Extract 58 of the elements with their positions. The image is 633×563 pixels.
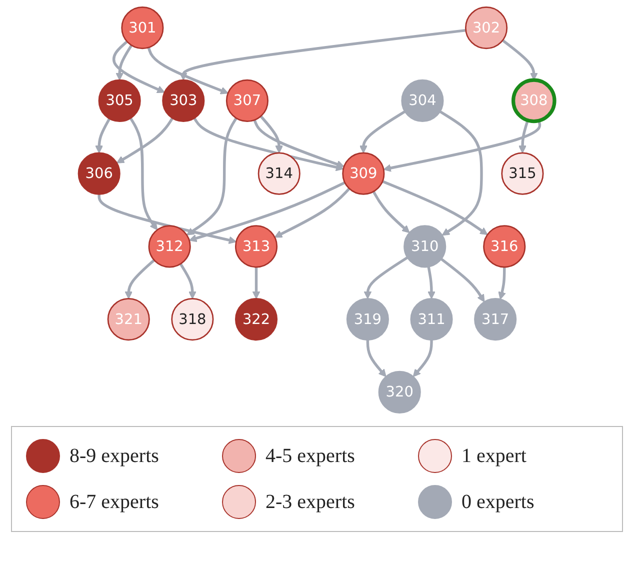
arrow bbox=[260, 115, 284, 154]
node-circle: 306 bbox=[78, 152, 120, 195]
arrow bbox=[498, 267, 506, 300]
arrow bbox=[502, 39, 538, 80]
arrow bbox=[383, 120, 542, 172]
arrow bbox=[427, 266, 436, 300]
arrow bbox=[518, 120, 530, 154]
node-circle: 302 bbox=[465, 6, 508, 50]
arrow bbox=[274, 188, 350, 238]
arrow bbox=[359, 110, 406, 154]
node-circle: 309 bbox=[342, 152, 385, 195]
node-circle: 315 bbox=[501, 152, 544, 195]
node-circle: 318 bbox=[171, 298, 214, 341]
arrow bbox=[366, 340, 386, 378]
node-circle: 310 bbox=[404, 225, 446, 268]
arrow bbox=[412, 340, 433, 378]
arrow bbox=[124, 259, 156, 300]
node-circle: 314 bbox=[258, 152, 300, 195]
legend-label: 0 experts bbox=[462, 490, 534, 514]
arrow bbox=[382, 180, 488, 236]
node-circle: 320 bbox=[378, 370, 421, 414]
legend-label: 4-5 experts bbox=[266, 444, 355, 468]
legend-label: 2-3 experts bbox=[266, 490, 355, 514]
arrow bbox=[188, 181, 346, 242]
arrow bbox=[95, 118, 111, 154]
node-circle: 304 bbox=[401, 79, 444, 122]
legend-label: 8-9 experts bbox=[70, 444, 159, 468]
arrow bbox=[179, 263, 196, 300]
arrow bbox=[439, 110, 483, 236]
node-circle: 307 bbox=[226, 79, 268, 122]
arrow bbox=[147, 47, 228, 94]
arrow bbox=[98, 194, 237, 244]
node-circle: 311 bbox=[410, 298, 453, 341]
node-circle: 305 bbox=[98, 79, 141, 122]
node-circle: 308 bbox=[511, 78, 556, 124]
node-circle: 322 bbox=[234, 298, 278, 341]
node-circle: 312 bbox=[148, 225, 191, 268]
node-circle: 316 bbox=[483, 225, 526, 268]
arrow bbox=[372, 190, 410, 234]
arrow bbox=[364, 256, 408, 300]
arrow bbox=[129, 117, 158, 230]
arrow bbox=[193, 117, 344, 172]
arrow bbox=[186, 117, 238, 236]
node-circle: 313 bbox=[234, 225, 278, 268]
node-circle: 317 bbox=[474, 298, 517, 341]
legend-label: 6-7 experts bbox=[70, 490, 159, 514]
arrow bbox=[252, 267, 260, 300]
arrow bbox=[112, 40, 165, 94]
node-circle: 319 bbox=[346, 298, 389, 341]
node-circle: 321 bbox=[107, 298, 150, 341]
arrow bbox=[253, 119, 344, 168]
arrow bbox=[116, 117, 174, 164]
node-circle: 301 bbox=[121, 6, 164, 50]
arrow bbox=[116, 44, 133, 80]
arrow bbox=[440, 258, 485, 302]
arrow bbox=[179, 28, 466, 80]
legend-label: 1 expert bbox=[462, 444, 526, 468]
node-circle: 303 bbox=[162, 79, 205, 122]
